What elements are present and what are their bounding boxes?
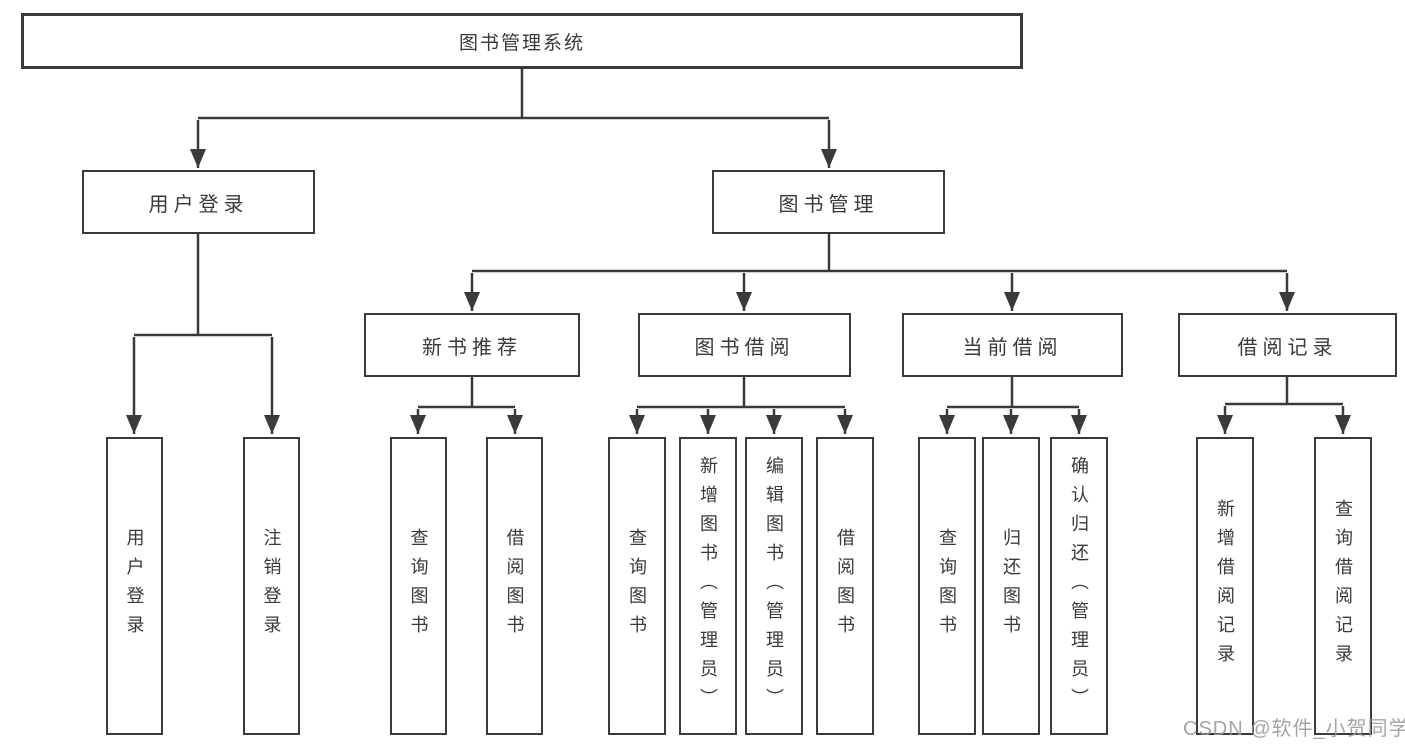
- csdn-watermark: CSDN @软件_小贺同学: [1183, 718, 1405, 740]
- leaf-borrow-book: 借阅图书: [816, 437, 874, 735]
- node-user-login: 用户登录: [82, 170, 315, 234]
- leaf-query-book-recommend-label: 查询图书: [408, 528, 429, 644]
- leaf-edit-book-admin-label: 编辑图书（管理员）: [764, 455, 784, 717]
- leaf-borrow-book-recommend: 借阅图书: [486, 437, 543, 735]
- leaf-logout-label: 注销登录: [261, 528, 282, 644]
- leaf-add-book-admin-label: 新增图书（管理员）: [698, 455, 718, 717]
- leaf-query-book-current-label: 查询图书: [937, 528, 957, 644]
- leaf-return-book: 归还图书: [982, 437, 1040, 735]
- leaf-edit-book-admin: 编辑图书（管理员）: [745, 437, 803, 735]
- leaf-add-book-admin: 新增图书（管理员）: [679, 437, 737, 735]
- leaf-return-book-label: 归还图书: [1001, 528, 1021, 644]
- leaf-borrow-book-label: 借阅图书: [835, 528, 855, 644]
- leaf-borrow-book-recommend-label: 借阅图书: [504, 528, 525, 644]
- leaf-query-book-recommend: 查询图书: [390, 437, 447, 735]
- node-system-root: 图书管理系统: [21, 13, 1023, 69]
- leaf-query-book-borrow-label: 查询图书: [627, 528, 647, 644]
- leaf-logout: 注销登录: [243, 437, 300, 735]
- node-book-management: 图书管理: [712, 170, 945, 234]
- node-new-book-recommend: 新书推荐: [364, 313, 580, 377]
- leaf-confirm-return-admin-label: 确认归还（管理员）: [1069, 455, 1089, 717]
- leaf-confirm-return-admin: 确认归还（管理员）: [1050, 437, 1108, 735]
- leaf-query-book-borrow: 查询图书: [608, 437, 666, 735]
- leaf-query-book-current: 查询图书: [918, 437, 976, 735]
- leaf-add-borrow-record-label: 新增借阅记录: [1215, 499, 1235, 673]
- node-book-borrow: 图书借阅: [638, 313, 851, 377]
- node-borrow-records: 借阅记录: [1178, 313, 1397, 377]
- leaf-query-borrow-record-label: 查询借阅记录: [1333, 499, 1353, 673]
- leaf-query-borrow-record: 查询借阅记录: [1314, 437, 1372, 735]
- leaf-add-borrow-record: 新增借阅记录: [1196, 437, 1254, 735]
- node-current-borrow: 当前借阅: [902, 313, 1123, 377]
- leaf-user-login: 用户登录: [106, 437, 163, 735]
- leaf-user-login-label: 用户登录: [124, 528, 145, 644]
